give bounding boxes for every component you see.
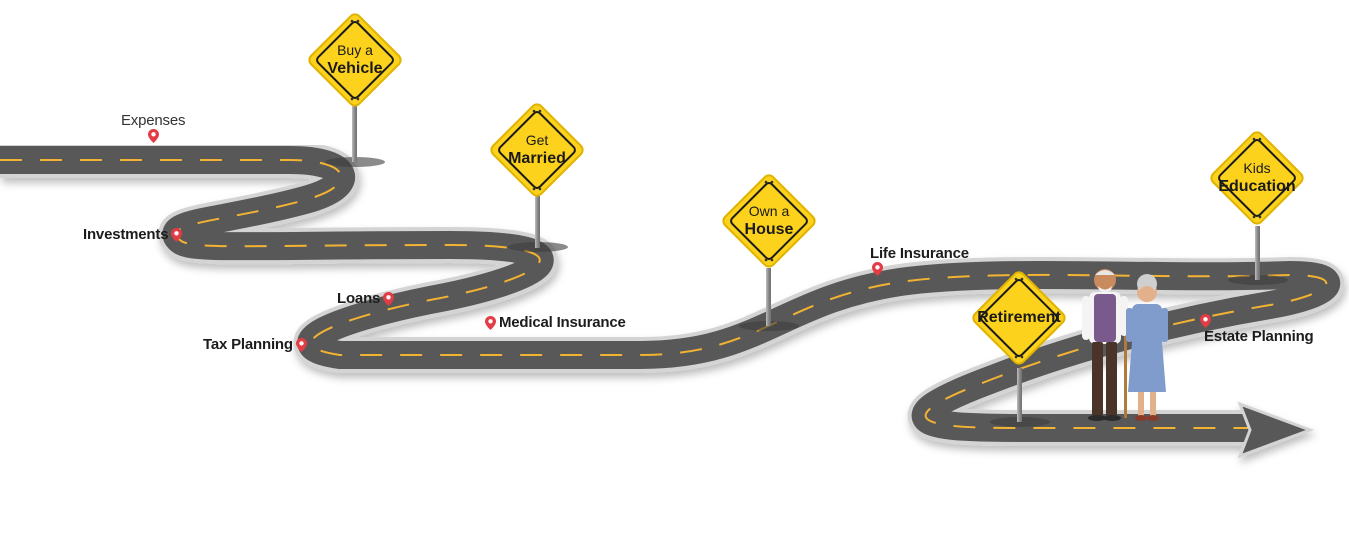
milestone-medical-insurance: Medical Insurance: [485, 314, 629, 331]
elderly-couple-illustration: [1082, 269, 1168, 421]
milestone-tax-planning: Tax Planning: [200, 336, 307, 353]
milestone-expenses: Expenses: [118, 112, 188, 143]
milestone-label: Investments: [83, 226, 169, 243]
sign-post: [352, 104, 357, 162]
sign-line2: Retirement: [977, 309, 1061, 327]
milestone-loans: Loans: [334, 290, 395, 307]
sign-own-house: Own a House: [713, 165, 825, 277]
map-pin-icon: [171, 227, 183, 242]
map-pin-icon: [295, 337, 307, 352]
milestone-investments: Investments: [80, 226, 183, 243]
sign-retirement: Retirement: [963, 262, 1075, 374]
map-pin-icon: [383, 291, 395, 306]
sign-kids-education: Kids Education: [1201, 122, 1313, 234]
sign-line1: Own a: [748, 203, 790, 219]
sign-line2: Married: [508, 149, 566, 167]
sign-post: [1255, 226, 1260, 280]
map-pin-icon: [147, 129, 159, 143]
map-pin-icon: [485, 315, 496, 330]
sign-line1: Buy a: [337, 42, 373, 58]
map-pin-icon: [872, 262, 883, 276]
diamond-sign-icon: [722, 174, 816, 268]
diamond-sign-icon: [1210, 131, 1304, 225]
milestone-label: Loans: [337, 290, 381, 307]
sign-line2: Vehicle: [327, 59, 383, 77]
sign-post: [535, 196, 540, 248]
sign-line2: Education: [1218, 177, 1296, 195]
sign-line1: Kids: [1243, 160, 1271, 176]
milestone-label: Life Insurance: [870, 245, 969, 262]
milestone-life-insurance: Life Insurance: [870, 245, 972, 276]
milestone-label: Estate Planning: [1204, 328, 1314, 345]
milestone-label: Expenses: [121, 112, 186, 129]
milestone-estate-planning: Estate Planning: [1198, 314, 1317, 345]
sign-post: [766, 268, 771, 326]
diamond-sign-icon: [972, 271, 1066, 365]
sign-line2: House: [744, 220, 794, 238]
road-arrow-head: [1237, 401, 1315, 459]
milestone-label: Tax Planning: [203, 336, 293, 353]
diamond-sign-icon: [308, 13, 402, 107]
map-pin-icon: [1200, 314, 1211, 328]
diamond-sign-icon: [490, 103, 584, 197]
sign-post: [1017, 368, 1022, 422]
sign-buy-vehicle: Buy a Vehicle: [299, 4, 411, 116]
sign-get-married: Get Married: [481, 94, 593, 206]
milestone-label: Medical Insurance: [499, 314, 626, 331]
sign-line1: Get: [525, 132, 549, 148]
